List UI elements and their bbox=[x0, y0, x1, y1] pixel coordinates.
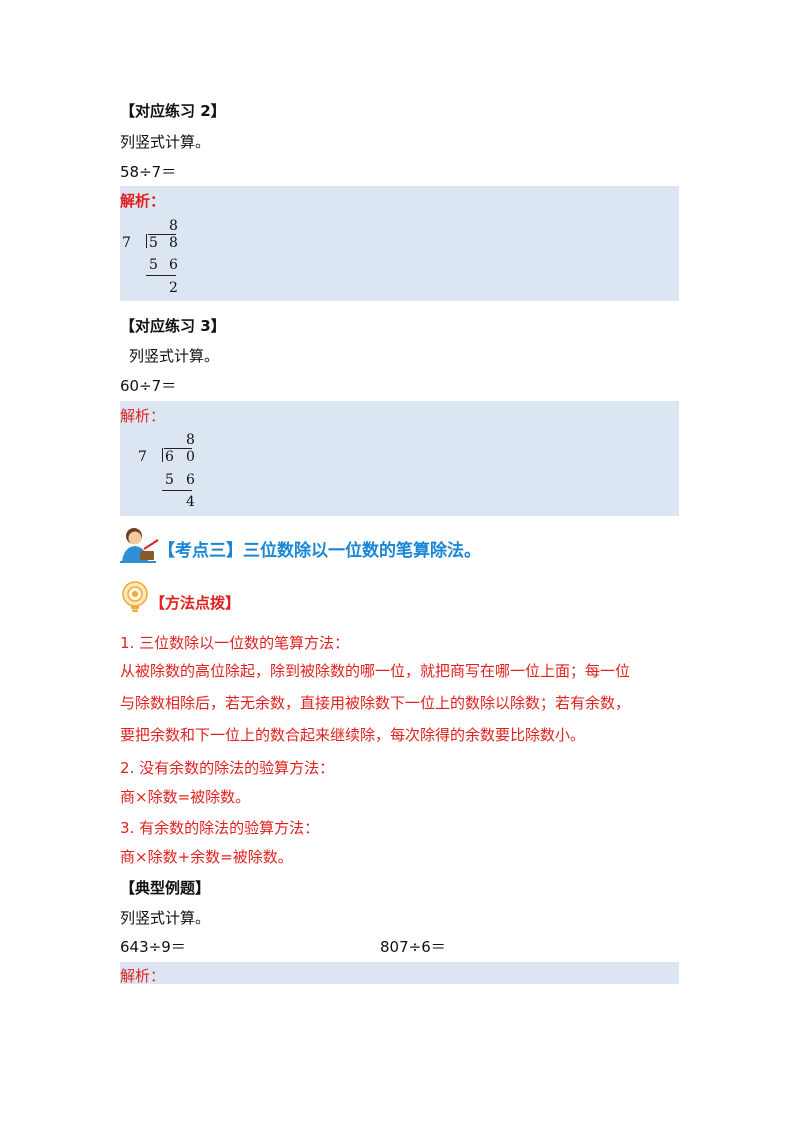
topic3-title: 【考点三】三位数除以一位数的笔算除法。 bbox=[158, 541, 481, 561]
example-analysis-box: 解析： bbox=[120, 962, 679, 985]
method-line: 1. 三位数除以一位数的笔算方法： bbox=[120, 634, 350, 652]
example-title: 【典型例题】 bbox=[120, 879, 211, 897]
example-analysis-label: 解析： bbox=[120, 967, 166, 985]
practice3-analysis-box: 解析： 8 7 6 0 5 6 4 bbox=[120, 401, 679, 516]
division-bar bbox=[148, 234, 176, 235]
product-digit: 5 bbox=[149, 257, 158, 273]
subtraction-line bbox=[162, 490, 192, 491]
practice2-title: 【对应练习 2】 bbox=[120, 102, 226, 120]
practice2-instruction: 列竖式计算。 bbox=[120, 133, 211, 151]
product-digit: 5 bbox=[165, 472, 174, 488]
quotient: 8 bbox=[169, 218, 178, 234]
product-digit: 6 bbox=[169, 257, 178, 273]
practice3-title: 【对应练习 3】 bbox=[120, 317, 226, 335]
practice2-analysis-box: 解析： 8 7 5 8 5 6 2 bbox=[120, 186, 679, 301]
division-bar bbox=[164, 448, 192, 449]
method-line: 商×除数=被除数。 bbox=[120, 788, 251, 806]
division-bracket bbox=[146, 234, 147, 248]
remainder: 4 bbox=[186, 494, 195, 510]
divisor: 7 bbox=[138, 449, 147, 465]
practice2-analysis-label: 解析： bbox=[120, 192, 166, 210]
method-line: 要把余数和下一位上的数合起来继续除，每次除得的余数要比除数小。 bbox=[120, 726, 586, 744]
dividend-digit: 6 bbox=[165, 449, 174, 465]
method-line: 2. 没有余数的除法的验算方法： bbox=[120, 759, 335, 777]
subtraction-line bbox=[146, 275, 176, 276]
product-digit: 6 bbox=[186, 472, 195, 488]
dividend-digit: 8 bbox=[169, 235, 178, 251]
method-line: 3. 有余数的除法的验算方法： bbox=[120, 819, 320, 837]
practice2-problem: 58÷7＝ bbox=[120, 163, 177, 181]
remainder: 2 bbox=[169, 280, 178, 296]
practice3-analysis-label: 解析： bbox=[120, 407, 166, 425]
example-problem-2: 807÷6＝ bbox=[380, 938, 446, 956]
practice3-instruction: 列竖式计算。 bbox=[129, 347, 220, 365]
lightbulb-icon bbox=[122, 581, 148, 612]
quotient: 8 bbox=[186, 432, 195, 448]
example-problem-1: 643÷9＝ bbox=[120, 938, 186, 956]
dividend-digit: 5 bbox=[149, 235, 158, 251]
example-instruction: 列竖式计算。 bbox=[120, 909, 211, 927]
method-line: 商×除数+余数=被除数。 bbox=[120, 848, 293, 866]
method-title: 【方法点拨】 bbox=[150, 594, 241, 612]
method-line: 与除数相除后，若无余数，直接用被除数下一位上的数除以除数；若有余数， bbox=[120, 694, 631, 712]
divisor: 7 bbox=[122, 235, 131, 251]
division-bracket bbox=[162, 448, 163, 462]
practice3-problem: 60÷7＝ bbox=[120, 377, 177, 395]
method-line: 从被除数的高位除起，除到被除数的哪一位，就把商写在哪一位上面；每一位 bbox=[120, 662, 631, 680]
dividend-digit: 0 bbox=[186, 449, 195, 465]
teacher-icon bbox=[120, 528, 159, 563]
